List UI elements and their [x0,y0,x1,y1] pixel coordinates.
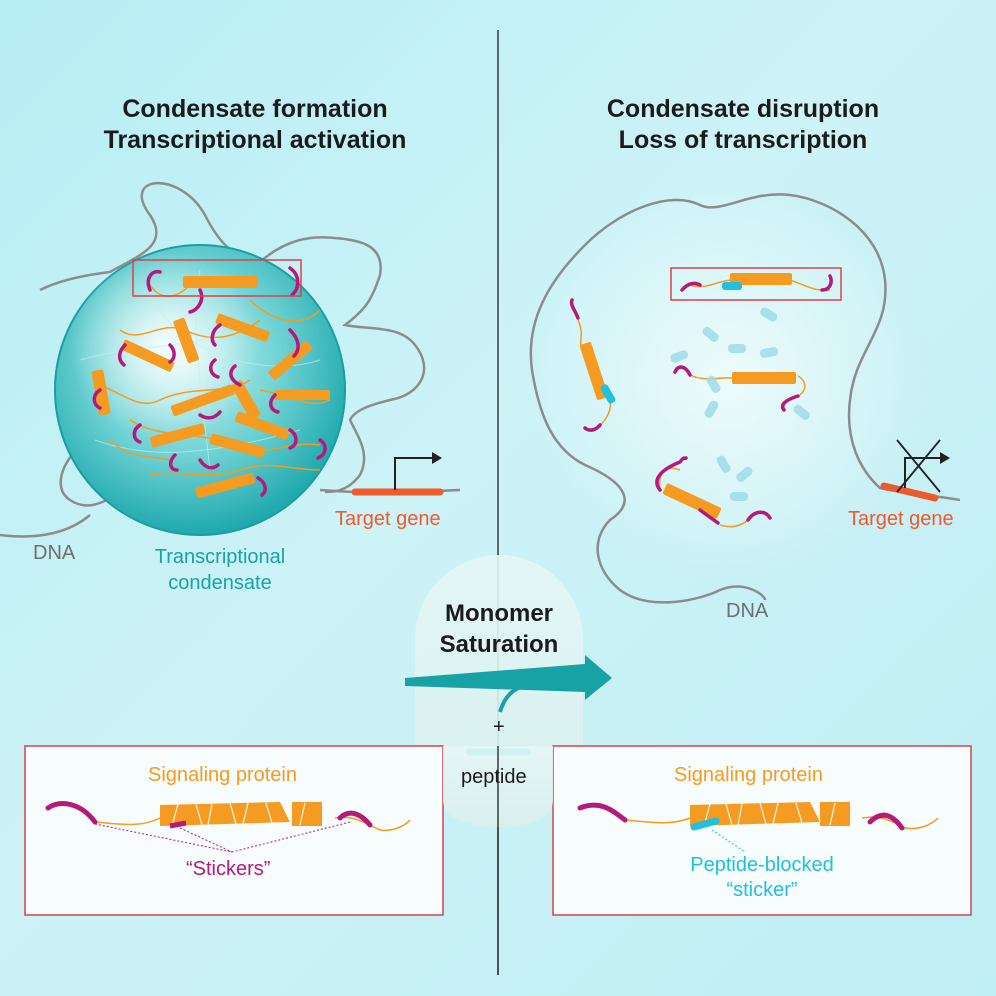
plus-sign: + [493,716,505,738]
left-title: Condensate formation Transcriptional act… [60,94,450,156]
dna-label-left: DNA [33,542,76,564]
monomer-saturation-label: Monomer Saturation [415,598,583,660]
monomer-saturation-line1: Monomer [445,600,553,627]
dna-strand-left [0,181,426,538]
left-title-line1: Condensate formation [122,95,388,123]
highlight-box-right [670,267,842,301]
condensate-label-line1: Transcriptional [154,546,286,568]
monomer-saturation-arrow [405,655,612,713]
free-peptides [670,307,810,501]
peptide-blocked-line1: Peptide-blocked [690,854,834,876]
dna-label-right: DNA [726,600,769,622]
legend-left-title: Signaling protein [148,764,297,786]
condensate-proteins [91,266,331,499]
legend-right-title: Signaling protein [674,764,823,786]
legend-protein-right [577,802,939,853]
left-title-line2: Transcriptional activation [103,126,407,154]
peptide-blocked-label: Peptide-blocked “sticker” [662,853,862,903]
right-title-line2: Loss of transcription [618,126,868,154]
stickers-label: “Stickers” [186,858,271,880]
peptide-label: peptide [461,766,527,788]
tss-arrow-left-icon [394,452,442,490]
dna-strand-right [529,193,961,604]
legend-box-right [552,745,972,916]
tss-arrow-blocked-icon [896,439,950,493]
target-gene-label-left: Target gene [335,508,441,530]
dispersed-proteins [569,273,833,528]
legend-box-left [24,745,444,916]
target-gene-label-right: Target gene [848,508,954,530]
target-gene-bar-right [880,482,939,502]
right-title-line1: Condensate disruption [606,95,880,123]
condensate-label-line2: condensate [168,572,272,594]
highlight-box-left [132,259,302,297]
peptide-blocked-line2: “sticker” [726,879,798,901]
legend-protein-left [45,801,411,853]
monomer-saturation-line2: Saturation [439,631,559,658]
condensate-label: Transcriptional condensate [120,544,320,596]
right-title: Condensate disruption Loss of transcript… [548,94,938,156]
